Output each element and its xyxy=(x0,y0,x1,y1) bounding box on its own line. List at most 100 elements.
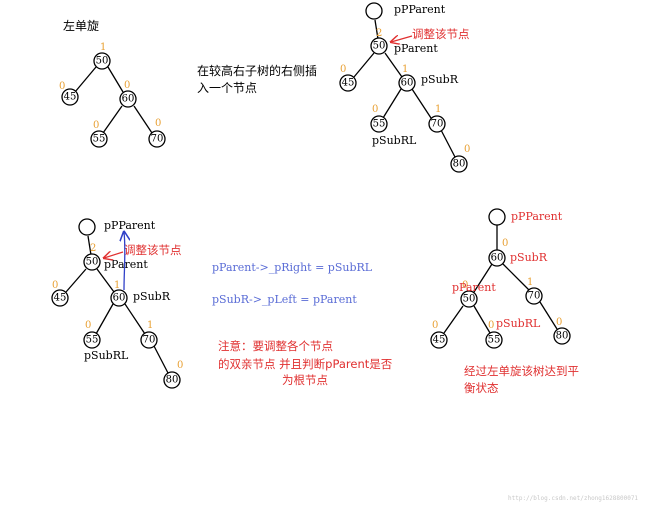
code-line2: pSubR->_pLeft = pParent xyxy=(212,293,357,306)
label-psubr: pSubR xyxy=(421,73,459,86)
balance-factor: 0 xyxy=(155,118,161,129)
label-ppparent: pPParent xyxy=(104,219,156,232)
svg-text:60: 60 xyxy=(401,78,414,89)
balance-factor: 0 xyxy=(59,81,65,92)
tree-node: 55 xyxy=(485,331,503,349)
svg-text:50: 50 xyxy=(96,56,109,67)
svg-text:60: 60 xyxy=(113,293,126,304)
label-psubr: pSubR xyxy=(133,290,171,303)
tree-node: 80 xyxy=(450,155,468,173)
adjust-node-note: 调整该节点 xyxy=(412,27,470,41)
balance-factor: 1 xyxy=(527,277,533,288)
note-line3: 为根节点 xyxy=(282,373,328,387)
balance-factor: 1 xyxy=(402,64,408,75)
balance-factor: 1 xyxy=(100,42,106,53)
tree-node: 45 xyxy=(430,331,448,349)
tree-node: 50 xyxy=(83,253,101,271)
svg-text:80: 80 xyxy=(556,331,569,342)
balance-factor: 0 xyxy=(462,280,468,291)
tree-after-insert: 50 45 60 55 70 80 2 0 1 0 1 0 pPParent p… xyxy=(339,2,470,173)
balance-factor: 0 xyxy=(340,64,346,75)
svg-text:70: 70 xyxy=(528,291,541,302)
label-pparent: pParent xyxy=(104,258,148,271)
balance-factor: 0 xyxy=(432,320,438,331)
tree-node: 60 xyxy=(488,249,506,267)
svg-text:50: 50 xyxy=(463,294,476,305)
balance-factor: 0 xyxy=(177,360,183,371)
balance-factor: 0 xyxy=(372,104,378,115)
balance-factor: 2 xyxy=(376,28,382,39)
tree-node: 80 xyxy=(163,371,181,389)
tree-node: 50 xyxy=(370,37,388,55)
balance-factor: 0 xyxy=(124,80,130,91)
tree-node: 70 xyxy=(140,331,158,349)
label-psubrl: pSubRL xyxy=(372,134,417,147)
adjust-node-note: 调整该节点 xyxy=(124,243,182,257)
balance-factor: 0 xyxy=(488,320,494,331)
balance-factor: 0 xyxy=(502,238,508,249)
note-line2: 的双亲节点 并且判断pParent是否 xyxy=(218,357,393,371)
svg-text:55: 55 xyxy=(93,134,106,145)
tree-rotating: 50 45 60 55 70 80 2 0 1 0 1 0 pPParent p… xyxy=(51,218,183,389)
svg-text:60: 60 xyxy=(491,253,504,264)
label-pparent: pParent xyxy=(394,42,438,55)
tree-initial: 50 45 60 55 70 1 0 0 0 0 xyxy=(59,42,166,148)
svg-text:45: 45 xyxy=(433,335,446,346)
balance-factor: 0 xyxy=(93,120,99,131)
tree-node-root-placeholder xyxy=(488,208,506,226)
svg-text:45: 45 xyxy=(54,293,67,304)
balance-factor: 0 xyxy=(52,280,58,291)
balance-factor: 1 xyxy=(114,280,120,291)
tree-node: 55 xyxy=(83,331,101,349)
balance-factor: 0 xyxy=(556,317,562,328)
label-ppparent: pPParent xyxy=(511,210,563,223)
rotation-arrow xyxy=(124,232,125,291)
tree-balanced: 60 50 70 45 55 80 0 0 1 0 0 0 pPParent p… xyxy=(430,208,571,349)
tree-node-root-placeholder xyxy=(365,2,383,20)
tree-node: 60 xyxy=(110,289,128,307)
label-pparent: pParent xyxy=(452,281,496,294)
tree-node: 80 xyxy=(553,327,571,345)
label-psubrl: pSubRL xyxy=(496,317,541,330)
svg-text:80: 80 xyxy=(453,159,466,170)
tree-node-root-placeholder xyxy=(78,218,96,236)
svg-text:50: 50 xyxy=(373,41,386,52)
svg-text:50: 50 xyxy=(86,257,99,268)
svg-text:45: 45 xyxy=(342,78,355,89)
balance-factor: 0 xyxy=(464,144,470,155)
title: 左单旋 xyxy=(63,18,99,33)
watermark: http://blog.csdn.net/zhong1628800071 xyxy=(508,495,638,502)
tree-node: 55 xyxy=(370,115,388,133)
svg-text:70: 70 xyxy=(151,134,164,145)
tree-node: 45 xyxy=(339,74,357,92)
label-ppparent: pPParent xyxy=(394,3,446,16)
balance-factor: 0 xyxy=(85,320,91,331)
svg-text:55: 55 xyxy=(86,335,99,346)
result-note-line1: 经过左单旋该树达到平 xyxy=(464,364,579,378)
adjust-arrow xyxy=(104,252,124,258)
balance-factor: 2 xyxy=(90,243,96,254)
label-psubr: pSubR xyxy=(510,251,548,264)
svg-text:45: 45 xyxy=(64,92,77,103)
svg-text:60: 60 xyxy=(122,94,135,105)
insert-note-line1: 在较高右子树的右侧插 xyxy=(197,63,317,78)
adjust-arrow xyxy=(391,36,413,42)
tree-node: 70 xyxy=(525,287,543,305)
label-psubrl: pSubRL xyxy=(84,349,129,362)
svg-text:55: 55 xyxy=(488,335,501,346)
svg-text:55: 55 xyxy=(373,119,386,130)
balance-factor: 1 xyxy=(435,104,441,115)
svg-text:80: 80 xyxy=(166,375,179,386)
code-line1: pParent->_pRight = pSubRL xyxy=(212,261,373,274)
tree-node: 50 xyxy=(93,52,111,70)
tree-node: 45 xyxy=(61,88,79,106)
tree-node: 50 xyxy=(460,290,478,308)
tree-node: 70 xyxy=(148,130,166,148)
result-note-line2: 衡状态 xyxy=(464,381,499,395)
insert-note-line2: 入一个节点 xyxy=(197,81,257,95)
tree-node: 70 xyxy=(428,115,446,133)
tree-node: 55 xyxy=(90,130,108,148)
balance-factor: 1 xyxy=(147,320,153,331)
